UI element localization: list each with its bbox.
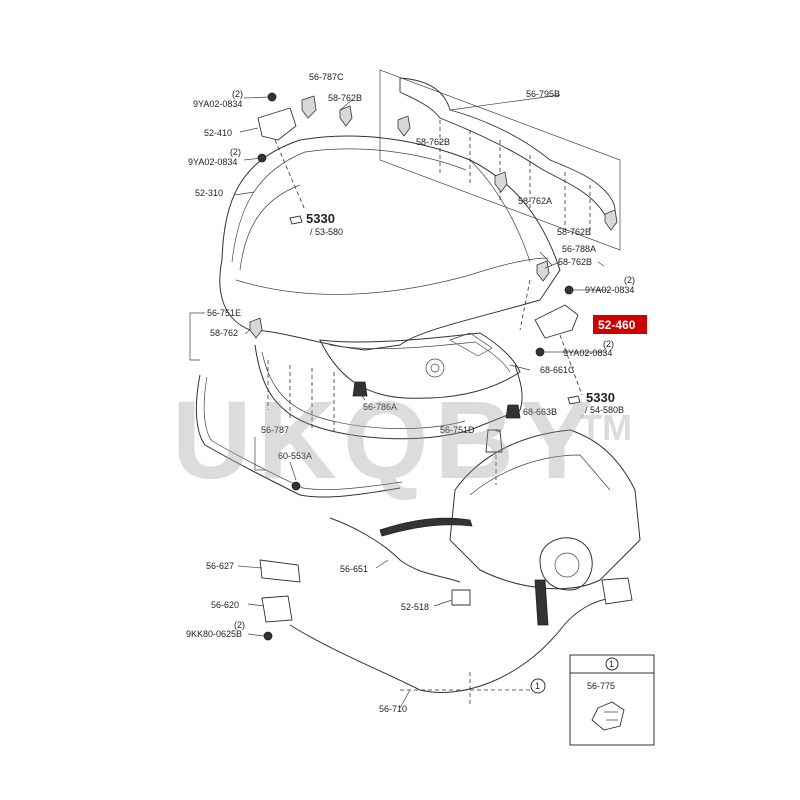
label-58-762B-r2: 58-762B [557, 227, 591, 237]
label-qty-4: (2) [603, 339, 614, 349]
label-52-518: 52-518 [401, 602, 429, 612]
weatherstrip [195, 374, 403, 498]
leader-lines [189, 94, 610, 709]
label-58-762B-r1: 58-762B [416, 137, 450, 147]
pointer-icon-b [567, 395, 581, 405]
label-56-775: 56-775 [587, 681, 615, 691]
label-ref-1b: 1 [609, 659, 614, 669]
label-56-787: 56-787 [261, 425, 289, 435]
label-53-580: / 53-580 [310, 227, 343, 237]
hood-inner-frame [254, 332, 523, 440]
label-58-762: 58-762 [210, 328, 238, 338]
car-illustration [379, 429, 641, 626]
hood-panel [219, 135, 561, 351]
label-60-553A: 60-553A [278, 451, 312, 461]
label-54-580B: / 54-580B [585, 405, 624, 415]
label-texts: 56-787C 58-762B (2) 9YA02-0834 52-410 (2… [186, 72, 635, 714]
label-58-762A: 58-762A [518, 196, 552, 206]
label-9YA02-0834-4: 9YA02-0834 [563, 348, 612, 358]
label-52-410: 52-410 [204, 128, 232, 138]
clip-markers [249, 95, 618, 339]
label-68-663B: 68-663B [523, 407, 557, 417]
label-58-762B-top: 58-762B [328, 93, 362, 103]
label-9YA02-0834-2: 9YA02-0834 [188, 157, 237, 167]
label-56-651: 56-651 [340, 564, 368, 574]
label-56-710: 56-710 [379, 704, 407, 714]
label-56-620: 56-620 [211, 600, 239, 610]
watermark: UKQBY TM [172, 379, 632, 502]
release-cable [259, 517, 633, 705]
label-56-787C: 56-787C [309, 72, 344, 82]
label-ref-1a: 1 [535, 681, 540, 691]
small-parts [263, 381, 521, 641]
label-68-661C: 68-661C [540, 365, 575, 375]
label-5330-a: 5330 [306, 211, 335, 226]
label-56-795B: 56-795B [526, 89, 560, 99]
highlight-52-460[interactable]: 52-460 [593, 315, 647, 334]
hood-seal [379, 69, 621, 251]
left-hinge [257, 92, 306, 211]
label-56-788A: 56-788A [562, 244, 596, 254]
label-qty-3: (2) [624, 275, 635, 285]
label-qty-5: (2) [234, 620, 245, 630]
label-56-751D: 56-751D [440, 425, 475, 435]
label-qty-2: (2) [230, 147, 241, 157]
label-qty-1: (2) [232, 89, 243, 99]
label-9KK80-0625B: 9KK80-0625B [186, 629, 242, 639]
callout-box-56-775 [569, 654, 655, 746]
label-52-310: 52-310 [195, 188, 223, 198]
watermark-tm: TM [580, 407, 632, 448]
label-9YA02-0834-3: 9YA02-0834 [585, 285, 634, 295]
watermark-text: UKQBY [172, 379, 599, 502]
label-58-762B-r3: 58-762B [558, 257, 592, 267]
ref-circle [530, 678, 546, 694]
right-hinge [519, 279, 583, 396]
label-56-627: 56-627 [206, 561, 234, 571]
label-5330-b: 5330 [586, 390, 615, 405]
label-9YA02-0834-1: 9YA02-0834 [193, 99, 242, 109]
label-56-786A: 56-786A [363, 402, 397, 412]
pointer-icon-a [289, 215, 303, 225]
label-56-751E: 56-751E [207, 308, 241, 318]
label-52-460: 52-460 [598, 318, 636, 332]
